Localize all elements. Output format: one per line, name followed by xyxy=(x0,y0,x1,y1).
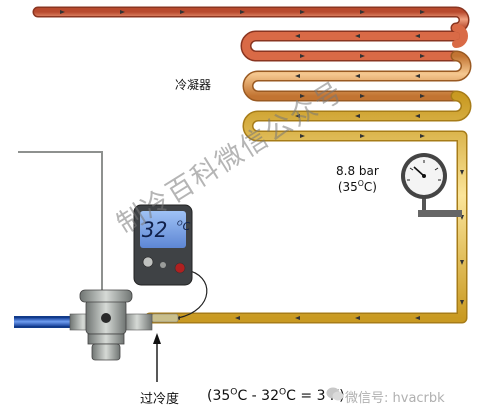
digital-thermometer xyxy=(133,204,193,286)
thermometer-reading: 32 xyxy=(142,218,168,242)
temperature-probe xyxy=(151,313,179,323)
capillary-tube xyxy=(18,151,103,292)
expansion-valve xyxy=(69,289,153,361)
flow-arrow-row-2 xyxy=(295,34,425,58)
suction-line xyxy=(14,316,70,328)
subcooling-pointer xyxy=(153,333,161,382)
wechat-icon xyxy=(326,387,344,401)
thermometer-port xyxy=(174,262,186,274)
flow-arrows xyxy=(60,10,464,320)
pressure-gauge xyxy=(401,153,462,217)
watermark-corner: 微信号: hvacrbk xyxy=(345,391,445,406)
thermometer-screen xyxy=(140,211,186,248)
pressure-value: 8.8 bar xyxy=(336,164,379,178)
condenser-label: 冷凝器 xyxy=(175,78,212,92)
subcooling-label: 过冷度 xyxy=(140,392,180,407)
condenser-pass-4 xyxy=(144,90,472,324)
gauge-needle xyxy=(413,166,425,177)
flow-arrow-row-1 xyxy=(60,10,425,14)
saturation-temperature: (35OC) xyxy=(337,179,377,194)
thermometer-unit: OC xyxy=(177,218,191,233)
pressure-readout: 8.8 bar (35OC) xyxy=(336,163,379,195)
flow-arrow-row-4 xyxy=(295,114,425,138)
subcooling-formula: (35OC - 32OC = 3 K) xyxy=(207,387,345,404)
condenser-coil xyxy=(32,6,472,324)
flow-arrow-row-3 xyxy=(295,74,425,98)
sensor-wire xyxy=(177,269,208,319)
